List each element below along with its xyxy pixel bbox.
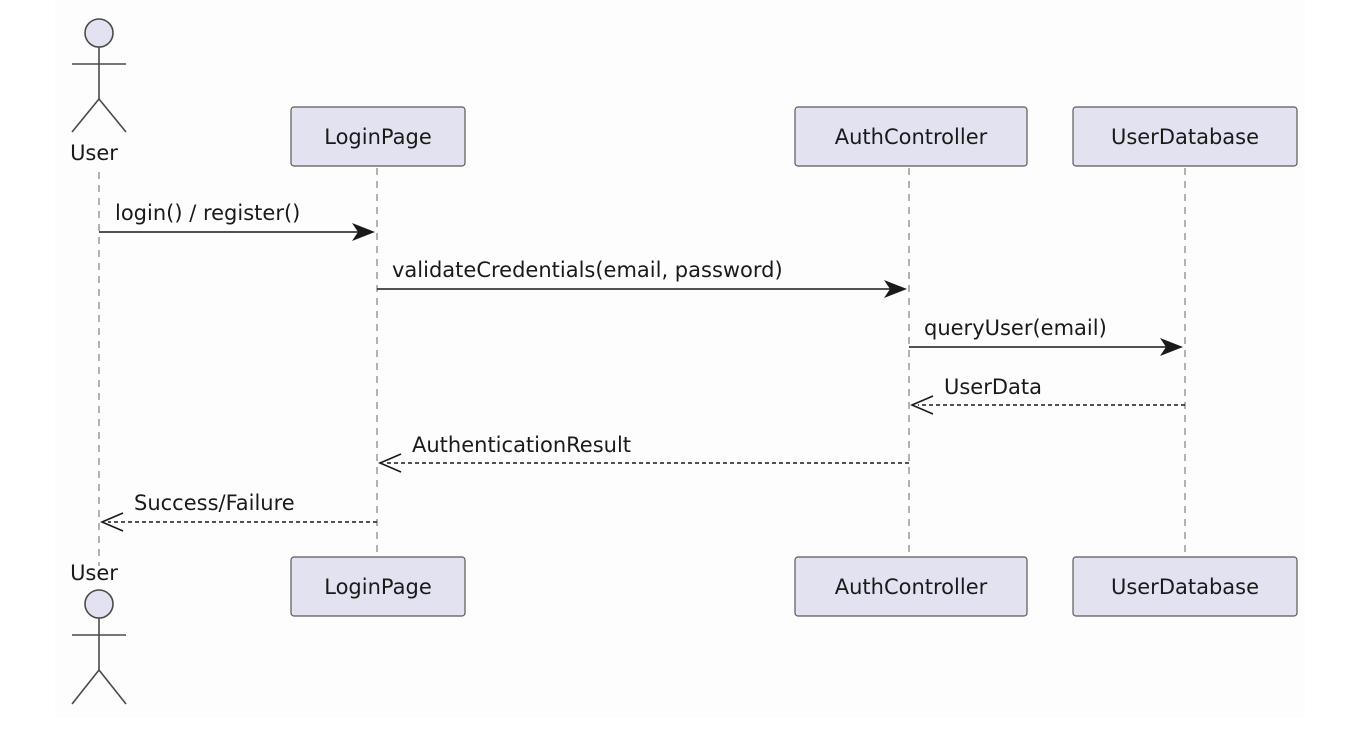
participant-user-database-top: UserDatabase xyxy=(1072,106,1298,167)
arrowhead-icon xyxy=(352,223,375,241)
actor-head-icon xyxy=(84,18,114,48)
actor-user-label-top: User xyxy=(70,141,118,165)
participant-auth-controller-label: AuthController xyxy=(835,575,988,599)
participant-auth-controller-top: AuthController xyxy=(794,106,1028,167)
actor-user-top: User xyxy=(70,18,127,165)
participant-user-database-label: UserDatabase xyxy=(1111,575,1259,599)
message-query-user: queryUser(email) xyxy=(909,316,1183,356)
actor-user-label-bottom: User xyxy=(70,561,118,585)
message-label: AuthenticationResult xyxy=(412,433,631,457)
participant-auth-controller-label: AuthController xyxy=(835,125,988,149)
actor-head-icon xyxy=(84,589,114,619)
participant-login-page-label: LoginPage xyxy=(324,125,432,149)
open-arrowhead-icon xyxy=(377,453,402,473)
arrowhead-icon xyxy=(884,280,907,298)
message-label: queryUser(email) xyxy=(924,316,1107,340)
actor-user-bottom: User xyxy=(70,561,127,705)
participant-auth-controller-bottom: AuthController xyxy=(794,556,1028,617)
open-arrowhead-icon xyxy=(99,512,124,532)
message-authentication-result: AuthenticationResult xyxy=(377,433,909,473)
participant-login-page-bottom: LoginPage xyxy=(290,556,466,617)
message-label: validateCredentials(email, password) xyxy=(392,258,783,282)
message-validate-credentials: validateCredentials(email, password) xyxy=(377,258,907,298)
message-login-register: login() / register() xyxy=(99,201,375,241)
arrowhead-icon xyxy=(1160,338,1183,356)
participant-user-database-bottom: UserDatabase xyxy=(1072,556,1298,617)
message-user-data: UserData xyxy=(909,375,1185,415)
message-label: Success/Failure xyxy=(134,491,295,515)
participant-login-page-top: LoginPage xyxy=(290,106,466,167)
open-arrowhead-icon xyxy=(909,395,934,415)
message-label: login() / register() xyxy=(115,201,300,225)
participant-user-database-label: UserDatabase xyxy=(1111,125,1259,149)
message-success-failure: Success/Failure xyxy=(99,491,377,532)
participant-login-page-label: LoginPage xyxy=(324,575,432,599)
message-label: UserData xyxy=(944,375,1042,399)
